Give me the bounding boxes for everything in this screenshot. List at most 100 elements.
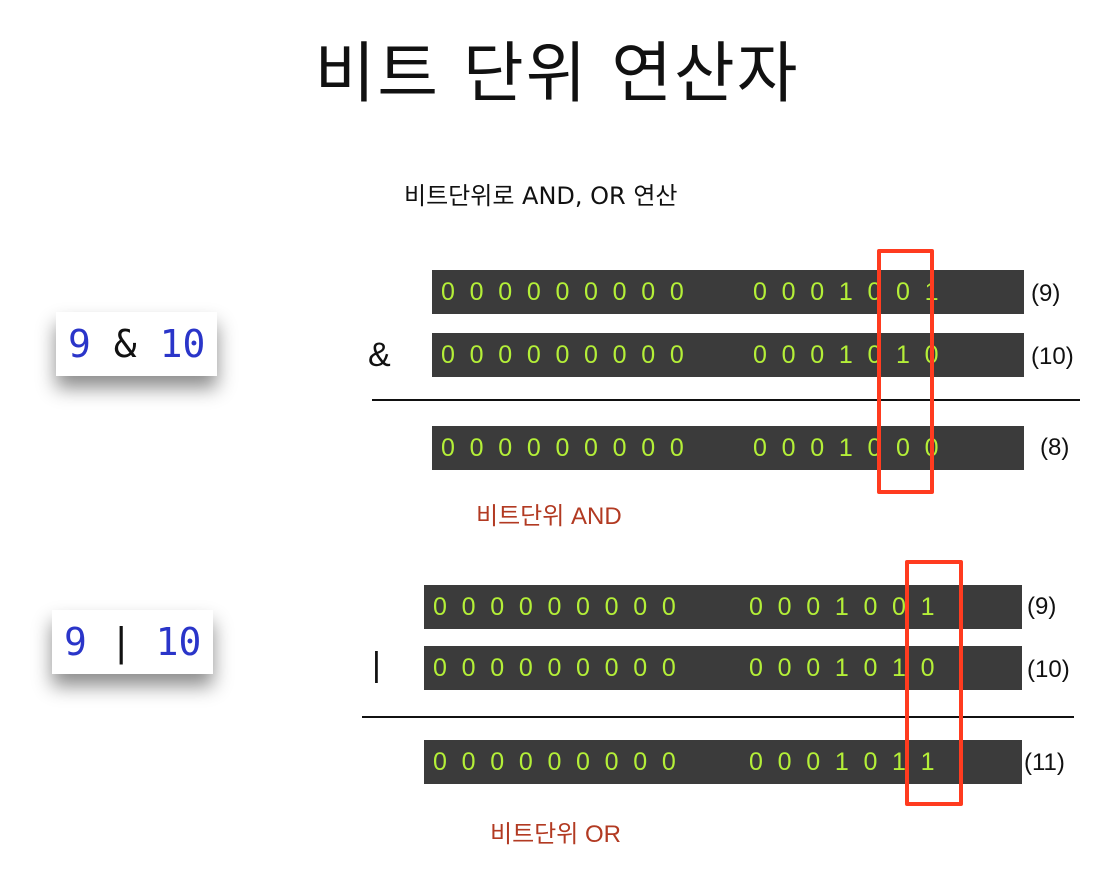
highlight-box — [877, 249, 934, 494]
bit-digit: 0 — [518, 593, 533, 621]
sum-line — [372, 399, 1080, 401]
highlight-box — [905, 560, 963, 806]
bit-digit: 0 — [806, 593, 821, 621]
sum-line — [362, 716, 1074, 718]
bit-digit: 0 — [441, 434, 455, 462]
and-expression-left: 9 — [68, 322, 91, 366]
bit-digit: 1 — [834, 748, 849, 776]
bit-digit: 0 — [863, 748, 878, 776]
or-caption: 비트단위 OR — [490, 821, 621, 848]
bit-digit: 0 — [547, 654, 562, 682]
and-caption: 비트단위 AND — [476, 503, 622, 530]
bit-digit: 0 — [604, 593, 619, 621]
bit-digit: 0 — [555, 434, 570, 462]
bit-digit: 0 — [669, 278, 684, 306]
bit-digit: 0 — [863, 654, 878, 682]
bit-digit: 1 — [920, 748, 935, 776]
bit-digit: 0 — [641, 434, 656, 462]
bit-digit: 0 — [612, 278, 627, 306]
bit-digit: 0 — [749, 748, 763, 776]
bit-digit: 0 — [576, 593, 590, 621]
bit-digit: 0 — [461, 654, 476, 682]
bit-digit: 0 — [576, 654, 590, 682]
bit-digit: 0 — [612, 341, 627, 369]
bit-digit: 0 — [669, 434, 684, 462]
bit-digit: 0 — [461, 748, 476, 776]
row-value-label: (11) — [1024, 749, 1065, 776]
bit-digit: 0 — [863, 593, 878, 621]
bit-digit: 0 — [498, 434, 513, 462]
bit-digit: 0 — [892, 593, 906, 621]
bit-digit: 0 — [777, 593, 792, 621]
bit-digit: 0 — [584, 434, 598, 462]
bit-digit: 1 — [892, 654, 906, 682]
bit-digit: 0 — [490, 748, 505, 776]
bit-digit: 0 — [469, 278, 484, 306]
bit-digit: 0 — [669, 341, 684, 369]
bit-digit: 0 — [753, 278, 767, 306]
bit-digit: 0 — [469, 434, 484, 462]
bit-digit: 0 — [584, 341, 598, 369]
bit-digit: 0 — [896, 278, 910, 306]
bit-digit: 0 — [633, 593, 648, 621]
row-value-label: (9) — [1027, 593, 1057, 620]
or-operator-symbol: | — [372, 646, 381, 684]
bit-digit: 0 — [753, 434, 767, 462]
bit-digit: 0 — [781, 434, 796, 462]
bit-digit: 0 — [576, 748, 590, 776]
bit-digit: 0 — [781, 341, 796, 369]
row-value-label: (8) — [1040, 434, 1070, 461]
bit-digit: 0 — [490, 654, 505, 682]
bit-digit: 0 — [810, 434, 825, 462]
bit-digit: 0 — [641, 341, 656, 369]
and-expression: 9 & 10 — [56, 312, 218, 376]
row-value-label: (10) — [1027, 656, 1070, 683]
or-expression-left: 9 — [64, 620, 87, 664]
row-value-label: (9) — [1031, 280, 1061, 307]
bit-digit: 0 — [441, 278, 455, 306]
bit-digit: 1 — [838, 434, 853, 462]
or-expression-right: 10 — [155, 620, 202, 664]
bit-digit: 0 — [490, 593, 505, 621]
bit-digit: 0 — [498, 341, 513, 369]
bit-digit: 1 — [834, 593, 849, 621]
bit-digit: 0 — [555, 341, 570, 369]
bit-digit: 0 — [781, 278, 796, 306]
bit-digit: 0 — [633, 654, 648, 682]
bit-digit: 0 — [753, 341, 767, 369]
bit-digit: 0 — [441, 341, 455, 369]
bit-digit: 0 — [433, 748, 447, 776]
bit-digit: 0 — [433, 654, 447, 682]
bit-digit: 0 — [661, 593, 676, 621]
bit-digit: 0 — [777, 654, 792, 682]
bit-digit: 1 — [838, 278, 853, 306]
bit-digit: 1 — [892, 748, 906, 776]
bit-digit: 0 — [498, 278, 513, 306]
and-expression-right: 10 — [159, 322, 206, 366]
bit-digit: 0 — [555, 278, 570, 306]
bit-digit: 0 — [749, 654, 763, 682]
bit-digit: 1 — [920, 593, 935, 621]
page-title: 비트 단위 연산자 — [314, 35, 800, 112]
bit-digit: 1 — [896, 341, 910, 369]
or-expression: 9 | 10 — [52, 610, 214, 674]
bit-digit: 0 — [661, 748, 676, 776]
and-operator-symbol: & — [368, 336, 391, 374]
and-expression-op: & — [113, 322, 137, 366]
bit-digit: 0 — [612, 434, 627, 462]
bit-digit: 0 — [810, 341, 825, 369]
bit-digit: 0 — [633, 748, 648, 776]
bit-digit: 0 — [806, 654, 821, 682]
bit-digit: 0 — [518, 654, 533, 682]
bit-digit: 0 — [547, 748, 562, 776]
bit-digit: 0 — [806, 748, 821, 776]
or-expression-op: | — [109, 620, 133, 664]
bit-digit: 0 — [896, 434, 910, 462]
bit-digit: 0 — [810, 278, 825, 306]
bit-digit: 0 — [433, 593, 447, 621]
